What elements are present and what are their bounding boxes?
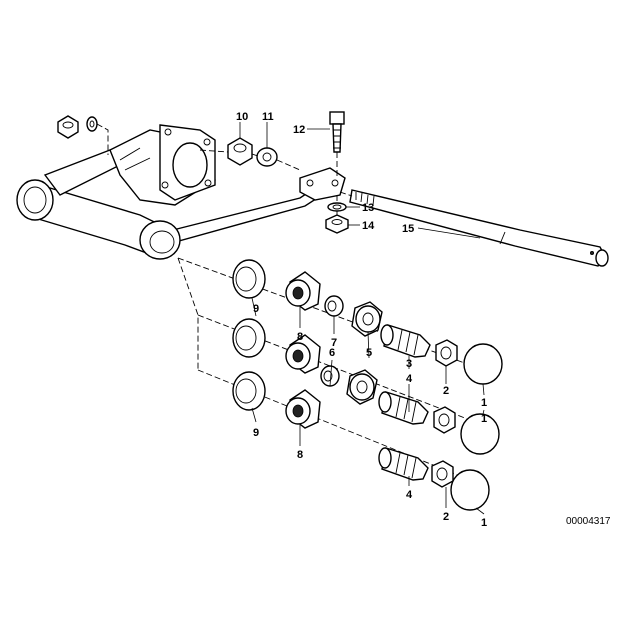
callout-1-middle: 1 <box>481 413 487 425</box>
part-15-shaft <box>339 189 609 267</box>
callout-9-top: 9 <box>253 303 259 315</box>
callout-14: 14 <box>362 220 375 232</box>
row-2-parts <box>232 318 500 455</box>
callout-labels: 10 11 12 13 14 15 9 9 8 8 7 6 5 3 4 4 2 … <box>236 111 487 529</box>
leader-lines <box>239 122 485 515</box>
part-14-nut <box>325 214 349 234</box>
callout-2-top: 2 <box>443 385 449 397</box>
part-12-bolt <box>329 111 345 176</box>
callout-13: 13 <box>362 202 374 214</box>
callout-2-bottom: 2 <box>443 511 449 523</box>
callout-1-top: 1 <box>481 397 487 409</box>
callout-4-bottom: 4 <box>406 489 413 501</box>
part-13-washer <box>327 202 347 212</box>
callout-4-top: 4 <box>406 373 413 385</box>
diagram-reference-code: 00004317 <box>566 516 611 527</box>
nut-top-left <box>57 115 109 155</box>
callout-9-bottom: 9 <box>253 427 259 439</box>
callout-8-top: 8 <box>297 331 303 343</box>
callout-3: 3 <box>406 358 412 370</box>
row-3-parts <box>232 371 490 511</box>
callout-5: 5 <box>366 347 372 359</box>
row-1-parts <box>232 259 503 385</box>
callout-15: 15 <box>402 223 414 235</box>
part-10-nut <box>227 137 253 166</box>
callout-6: 6 <box>329 347 335 359</box>
callout-1-bottom: 1 <box>481 517 487 529</box>
callout-11: 11 <box>262 111 274 123</box>
callout-10: 10 <box>236 111 248 123</box>
swing-arm <box>16 124 346 260</box>
callout-8-bottom: 8 <box>297 449 303 461</box>
callout-12: 12 <box>293 124 305 136</box>
part-11-washer <box>256 147 278 167</box>
callout-7: 7 <box>331 337 337 349</box>
